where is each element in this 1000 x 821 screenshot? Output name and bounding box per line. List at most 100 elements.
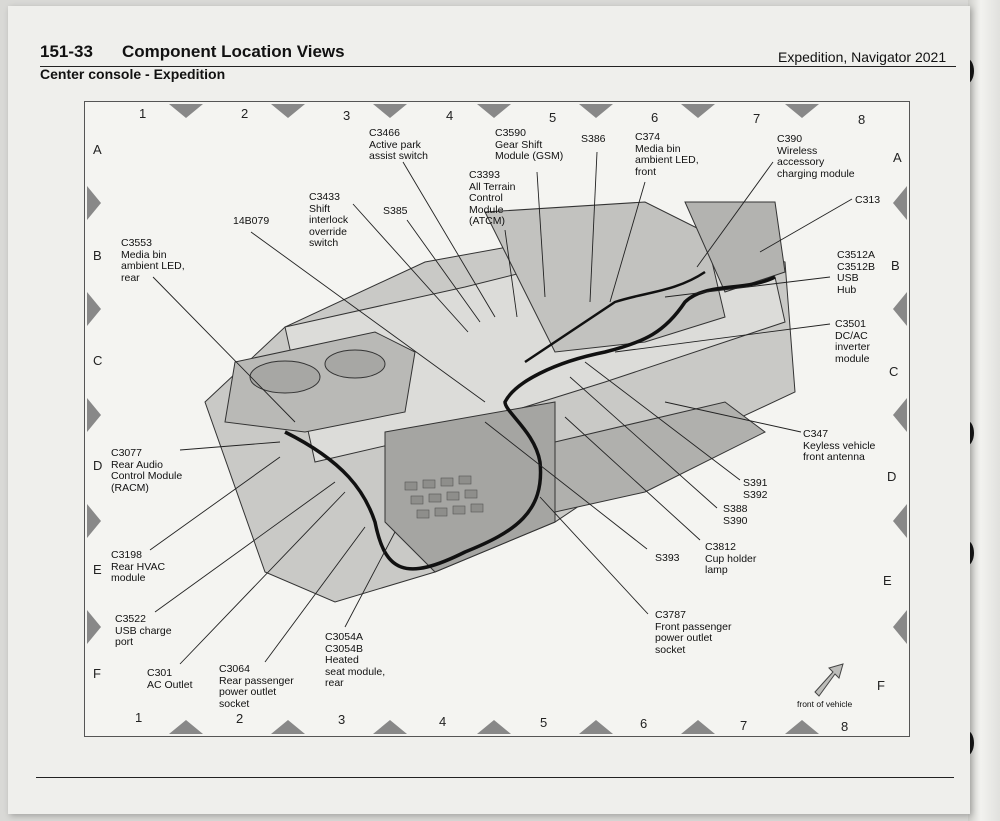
grid-row-label: B — [93, 248, 102, 263]
grid-col-label: 7 — [753, 111, 761, 126]
grid-marker — [477, 720, 511, 734]
leader-line — [264, 526, 366, 663]
grid-marker — [87, 504, 101, 538]
section-number: 151-33 — [40, 42, 93, 61]
grid-marker — [373, 720, 407, 734]
grid-marker — [373, 104, 407, 118]
grid-marker — [169, 104, 203, 118]
callout-s385: S385 — [383, 205, 408, 217]
cup-holder — [324, 349, 386, 379]
grid-row-label: A — [93, 142, 102, 157]
leader-line — [664, 276, 831, 298]
grid-col-label: 3 — [343, 108, 351, 123]
callout-s393: S393 — [655, 552, 680, 564]
section-title: Component Location Views — [122, 42, 345, 61]
leader-line — [569, 376, 718, 509]
grid-col-label: 4 — [439, 714, 447, 729]
front-arrow-icon — [814, 663, 844, 697]
grid-marker — [87, 292, 101, 326]
leader-line — [759, 198, 853, 253]
front-bracket — [684, 201, 786, 293]
leader-line — [539, 496, 649, 615]
grid-row-label: E — [883, 573, 892, 588]
front-of-vehicle-label: front of vehicle — [797, 699, 853, 709]
leader-line — [664, 401, 802, 433]
grid-col-label: 1 — [135, 710, 143, 725]
console-diagram — [87, 104, 907, 734]
grid-row-label: D — [887, 469, 897, 484]
leader-line — [609, 181, 646, 303]
leader-line — [402, 161, 496, 318]
grid-marker — [893, 398, 907, 432]
wire-harness — [284, 275, 776, 571]
leader-line — [406, 219, 481, 323]
grid-marker — [785, 720, 819, 734]
grid-row-label: C — [93, 353, 103, 368]
grid-col-label: 8 — [841, 719, 849, 734]
grid-marker — [271, 720, 305, 734]
grid-row-label: B — [891, 258, 900, 273]
leader-line — [152, 276, 296, 423]
grid-row-label: C — [889, 364, 899, 379]
grid-marker — [87, 186, 101, 220]
grid-marker — [579, 720, 613, 734]
leader-line — [484, 421, 648, 550]
grid-marker — [785, 104, 819, 118]
grid-marker — [87, 610, 101, 644]
grid-marker — [681, 104, 715, 118]
callout-s386: S386 — [581, 133, 606, 145]
page-subtitle: Center console - Expedition — [40, 66, 226, 82]
leader-line — [564, 416, 701, 541]
footer-rule — [36, 777, 954, 778]
grid-col-label: 6 — [640, 716, 648, 731]
grid-row-label: E — [93, 562, 102, 577]
leader-line — [250, 231, 486, 403]
grid-col-label: 5 — [540, 715, 548, 730]
grid-col-label: 3 — [338, 712, 346, 727]
leader-line — [696, 161, 774, 268]
grid-marker — [169, 720, 203, 734]
leader-line — [352, 203, 469, 333]
callout-14b079: 14B079 — [233, 215, 270, 227]
leader-line — [344, 531, 396, 628]
grid-marker — [579, 104, 613, 118]
leader-line — [589, 151, 598, 303]
leader-line — [504, 229, 518, 318]
grid-col-label: 8 — [858, 112, 866, 127]
callout-c313: C313 — [855, 194, 881, 206]
leader-line — [584, 361, 741, 481]
header-rule — [40, 66, 956, 67]
grid-col-label: 2 — [236, 711, 244, 726]
leader-line — [536, 171, 546, 298]
wire-harness — [524, 270, 706, 364]
grid-marker — [893, 610, 907, 644]
grid-row-label: F — [93, 666, 101, 681]
grid-col-label: 7 — [740, 718, 748, 733]
diagram-frame: 1 2 3 4 5 6 7 8 1 2 3 4 5 6 7 8 A B C D … — [84, 101, 910, 737]
grid-marker — [271, 104, 305, 118]
binder-edge — [968, 0, 1000, 821]
grid-row-label: F — [877, 678, 885, 693]
cup-holder — [249, 360, 321, 394]
grid-col-label: 4 — [446, 108, 454, 123]
vehicle-title: Expedition, Navigator 2021 — [778, 49, 947, 65]
leader-line — [179, 491, 346, 665]
leader-line — [149, 456, 281, 551]
